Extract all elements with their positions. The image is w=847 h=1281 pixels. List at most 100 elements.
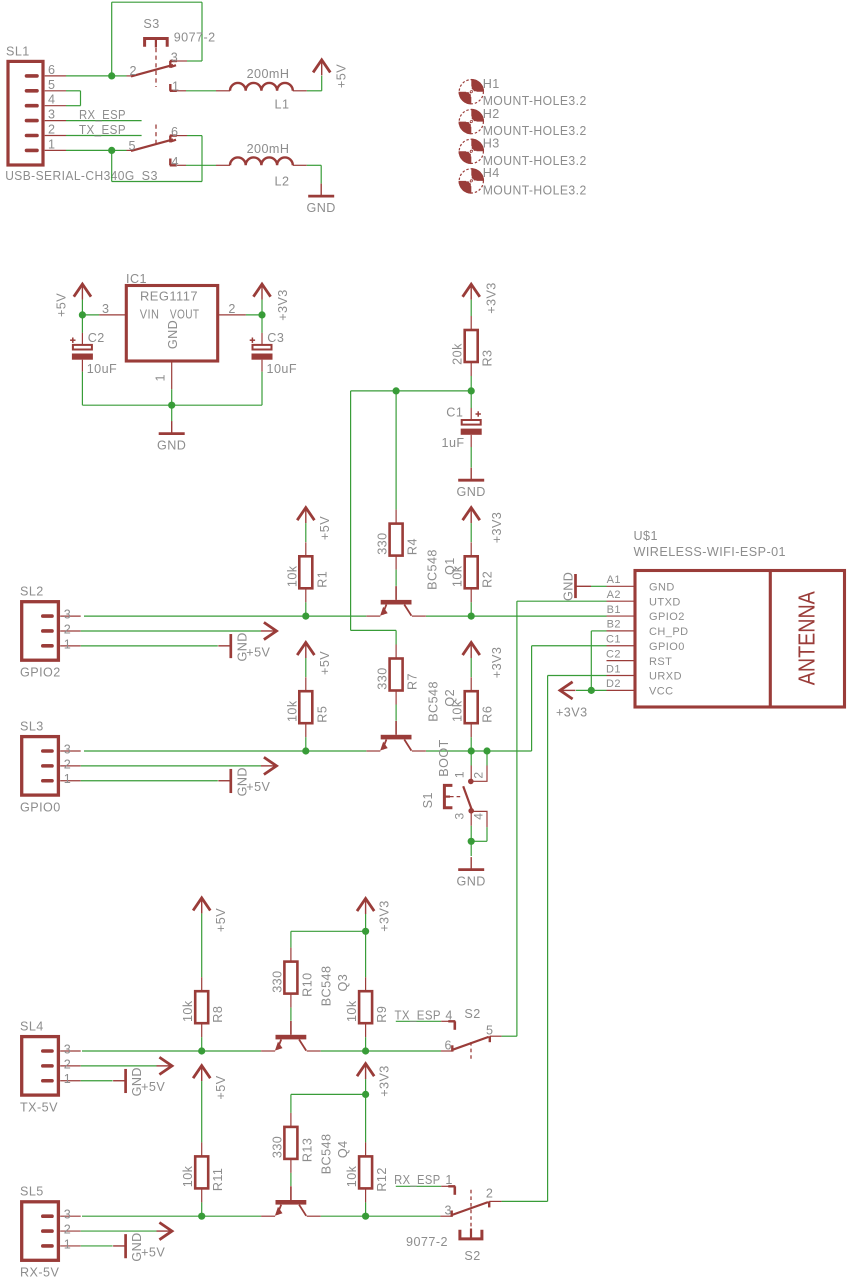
svg-text:GND: GND xyxy=(457,874,486,888)
svg-text:R1: R1 xyxy=(315,571,329,588)
svg-text:200mH: 200mH xyxy=(247,142,290,156)
svg-text:S2: S2 xyxy=(464,1249,480,1263)
svg-text:C2: C2 xyxy=(88,331,105,345)
svg-text:B2: B2 xyxy=(607,619,621,631)
svg-text:20k: 20k xyxy=(451,343,465,365)
svg-text:3: 3 xyxy=(64,1208,71,1222)
svg-text:+3V3: +3V3 xyxy=(556,706,588,720)
svg-text:RX-5V: RX-5V xyxy=(20,1266,59,1280)
svg-text:9077-2: 9077-2 xyxy=(174,31,216,45)
svg-text:10k: 10k xyxy=(451,700,465,722)
svg-text:R11: R11 xyxy=(211,1168,225,1192)
svg-text:WIRELESS-WIFI-ESP-01: WIRELESS-WIFI-ESP-01 xyxy=(634,545,787,559)
svg-text:R4: R4 xyxy=(406,538,420,555)
svg-text:GND: GND xyxy=(157,438,186,452)
svg-text:1: 1 xyxy=(64,772,71,786)
svg-text:2: 2 xyxy=(64,622,71,636)
svg-text:1: 1 xyxy=(453,771,467,778)
svg-text:2: 2 xyxy=(48,123,55,137)
svg-text:1: 1 xyxy=(172,80,179,94)
svg-text:Q3: Q3 xyxy=(336,974,350,992)
svg-text:+3V3: +3V3 xyxy=(490,647,504,679)
svg-text:RX_ESP: RX_ESP xyxy=(394,1173,441,1187)
svg-text:H4: H4 xyxy=(483,166,500,180)
svg-text:6: 6 xyxy=(48,63,55,77)
svg-text:330: 330 xyxy=(270,970,284,992)
svg-text:SL1: SL1 xyxy=(6,44,30,58)
svg-text:10uF: 10uF xyxy=(87,362,118,376)
svg-text:H1: H1 xyxy=(483,77,500,91)
svg-text:+5V: +5V xyxy=(214,1075,228,1099)
svg-text:TX_ESP: TX_ESP xyxy=(79,123,126,137)
svg-text:SL4: SL4 xyxy=(20,1020,44,1034)
svg-text:+5V: +5V xyxy=(141,1080,165,1094)
svg-text:R7: R7 xyxy=(406,673,420,690)
svg-text:2: 2 xyxy=(472,771,486,778)
svg-text:R9: R9 xyxy=(375,1006,389,1023)
svg-text:2: 2 xyxy=(228,302,235,316)
svg-text:GND: GND xyxy=(457,485,486,499)
svg-text:VOUT: VOUT xyxy=(170,308,200,322)
svg-text:+5V: +5V xyxy=(54,293,68,317)
svg-text:A1: A1 xyxy=(607,574,621,586)
svg-text:GND: GND xyxy=(562,572,576,601)
svg-text:TX_ESP: TX_ESP xyxy=(395,1009,442,1023)
svg-text:GPIO2: GPIO2 xyxy=(20,665,61,679)
svg-text:10k: 10k xyxy=(285,700,299,722)
svg-text:S3: S3 xyxy=(142,169,158,183)
svg-text:3: 3 xyxy=(64,743,71,757)
svg-text:10k: 10k xyxy=(345,1000,359,1022)
svg-text:+5V: +5V xyxy=(318,651,332,675)
svg-text:GPIO0: GPIO0 xyxy=(20,800,61,814)
svg-text:10k: 10k xyxy=(451,565,465,587)
svg-text:REG1117: REG1117 xyxy=(140,290,198,304)
svg-text:BC548: BC548 xyxy=(427,681,441,722)
svg-text:9077-2: 9077-2 xyxy=(406,1235,448,1249)
svg-text:GPIO0: GPIO0 xyxy=(649,641,685,653)
svg-text:C1: C1 xyxy=(446,405,463,419)
svg-text:1: 1 xyxy=(64,637,71,651)
svg-text:330: 330 xyxy=(376,667,390,689)
svg-text:+3V3: +3V3 xyxy=(276,289,290,321)
svg-text:C3: C3 xyxy=(267,331,284,345)
svg-text:1uF: 1uF xyxy=(442,436,465,450)
svg-text:C1: C1 xyxy=(606,634,621,646)
svg-text:TX-5V: TX-5V xyxy=(20,1100,58,1114)
svg-text:+3V3: +3V3 xyxy=(378,900,392,932)
svg-text:BC548: BC548 xyxy=(320,966,334,1007)
svg-text:3: 3 xyxy=(64,608,71,622)
svg-text:GPIO2: GPIO2 xyxy=(649,611,685,623)
svg-text:L1: L1 xyxy=(275,97,290,111)
svg-text:GND: GND xyxy=(307,201,336,215)
svg-text:GND: GND xyxy=(130,1232,144,1261)
svg-text:2: 2 xyxy=(64,1057,71,1071)
svg-text:MOUNT-HOLE3.2: MOUNT-HOLE3.2 xyxy=(483,94,587,108)
svg-text:S2: S2 xyxy=(464,1007,480,1021)
svg-text:4: 4 xyxy=(48,93,55,107)
svg-text:+5V: +5V xyxy=(334,64,348,88)
svg-text:H2: H2 xyxy=(483,107,500,121)
svg-text:+3V3: +3V3 xyxy=(378,1065,392,1097)
svg-text:URXD: URXD xyxy=(649,671,682,683)
svg-text:10k: 10k xyxy=(285,565,299,587)
svg-text:2: 2 xyxy=(64,757,71,771)
svg-text:5: 5 xyxy=(486,1024,493,1038)
svg-text:D2: D2 xyxy=(606,678,621,690)
svg-text:MOUNT-HOLE3.2: MOUNT-HOLE3.2 xyxy=(483,154,587,168)
svg-text:2: 2 xyxy=(64,1223,71,1237)
svg-text:10uF: 10uF xyxy=(267,362,298,376)
svg-text:R3: R3 xyxy=(481,350,495,367)
svg-text:6: 6 xyxy=(171,125,178,139)
svg-text:R6: R6 xyxy=(481,706,495,723)
svg-text:BOOT: BOOT xyxy=(437,739,451,776)
svg-text:S1: S1 xyxy=(421,792,435,808)
svg-text:RST: RST xyxy=(649,656,672,668)
svg-text:GND: GND xyxy=(649,582,675,594)
svg-text:L2: L2 xyxy=(275,174,290,188)
svg-text:4: 4 xyxy=(445,1009,452,1023)
svg-text:SL2: SL2 xyxy=(20,585,44,599)
svg-text:ANTENNA: ANTENNA xyxy=(794,591,820,686)
svg-text:1: 1 xyxy=(445,1173,452,1187)
svg-text:C2: C2 xyxy=(606,648,621,660)
svg-text:2: 2 xyxy=(486,1187,493,1201)
